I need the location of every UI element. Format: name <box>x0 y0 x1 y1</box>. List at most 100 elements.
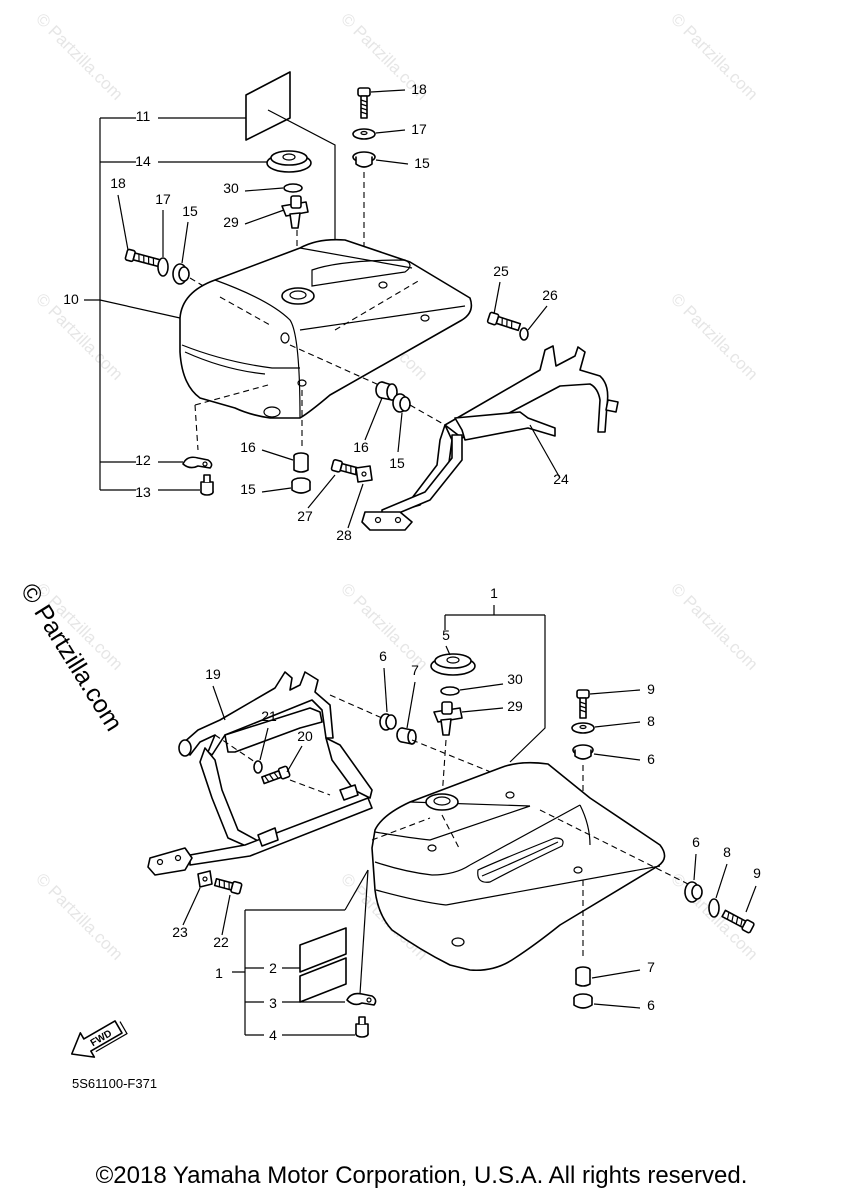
screw-4 <box>355 1016 369 1038</box>
bolt-9 <box>576 689 590 719</box>
fwd-arrow-icon: FWD <box>70 1020 128 1058</box>
callout-c16b: 16 <box>353 439 369 455</box>
callout-c9: 9 <box>647 681 655 697</box>
spacer-16-lower <box>293 452 309 473</box>
bolt-27 <box>330 459 362 477</box>
saddlebag-left <box>179 238 473 419</box>
stay-19 <box>147 671 373 876</box>
callout-c14: 14 <box>135 153 151 169</box>
plate-28 <box>355 465 373 483</box>
saddlebag-right <box>371 761 666 972</box>
decal-part-11 <box>245 71 291 141</box>
callout-c6: 6 <box>379 648 387 664</box>
grommet-6-side <box>684 881 703 903</box>
callout-c17: 17 <box>411 121 427 137</box>
o-ring-30-bottom <box>440 686 460 696</box>
screw-13 <box>200 474 214 496</box>
top-assembly <box>84 71 619 531</box>
watermark-text: © Partzilla.com <box>32 9 126 103</box>
callout-c19: 19 <box>205 666 221 682</box>
callout-c4: 4 <box>269 1027 277 1043</box>
bolt-9-side <box>721 909 755 934</box>
callout-c28: 28 <box>336 527 352 543</box>
callout-c6c: 6 <box>692 834 700 850</box>
callout-c30b: 30 <box>507 671 523 687</box>
grommet-6-lower <box>573 993 593 1009</box>
bracket-1-top <box>444 605 546 763</box>
callout-c7b: 7 <box>647 959 655 975</box>
callout-c1: 1 <box>490 585 498 601</box>
callout-c30: 30 <box>223 180 239 196</box>
drawing-code: 5S61100-F371 <box>72 1076 157 1091</box>
callout-c15c: 15 <box>389 455 405 471</box>
spacer-16 <box>375 381 398 401</box>
callout-c13: 13 <box>135 484 151 500</box>
callout-c15b: 15 <box>182 203 198 219</box>
washer-8-side <box>708 898 720 918</box>
stay-24 <box>361 345 619 531</box>
callout-c10: 10 <box>63 291 79 307</box>
bolt-22 <box>213 877 243 895</box>
callout-c22: 22 <box>213 934 229 950</box>
bolt-25 <box>486 311 522 332</box>
callout-c17b: 17 <box>155 191 171 207</box>
callout-c20: 20 <box>297 728 313 744</box>
watermark-text: © Partzilla.com <box>32 289 126 383</box>
callout-c25: 25 <box>493 263 509 279</box>
grommet-15-lower <box>291 477 311 494</box>
fwd-label: FWD <box>89 1028 114 1049</box>
copyright-notice: ©2018 Yamaha Motor Corporation, U.S.A. A… <box>95 1162 748 1189</box>
clamp-12 <box>182 456 213 469</box>
bracket-1-bottom <box>232 909 345 1036</box>
callout-c9b: 9 <box>753 865 761 881</box>
bolt-20 <box>261 765 291 785</box>
callout-c11: 11 <box>136 108 151 124</box>
spacer-7 <box>396 727 417 745</box>
o-ring-30 <box>283 183 303 193</box>
bottom-assembly: FWD 5S61100-F371 <box>70 605 757 1091</box>
callout-c21: 21 <box>261 708 277 724</box>
callout-c6d: 6 <box>647 997 655 1013</box>
clamp-3 <box>346 992 377 1006</box>
grommet-15-mid <box>392 393 411 413</box>
bolt-18 <box>357 87 371 119</box>
callout-c1b: 1 <box>215 965 223 981</box>
watermark-text: © Partzilla.com <box>667 289 761 383</box>
callout-c24: 24 <box>553 471 569 487</box>
callout-c8b: 8 <box>723 844 731 860</box>
callout-c18b: 18 <box>110 175 126 191</box>
callout-c15: 15 <box>414 155 430 171</box>
callout-c7: 7 <box>411 662 419 678</box>
callout-c2: 2 <box>269 960 277 976</box>
callout-c29: 29 <box>223 214 239 230</box>
callout-c5: 5 <box>442 627 450 643</box>
callout-c18: 18 <box>411 81 427 97</box>
watermark-text: © Partzilla.com <box>667 579 761 673</box>
lock-assembly-29 <box>281 195 309 229</box>
grommet-15-side <box>172 263 190 285</box>
fuel-cap-14 <box>266 150 312 173</box>
washer-21 <box>253 760 263 774</box>
grommet-6-top <box>572 744 594 760</box>
callout-c29b: 29 <box>507 698 523 714</box>
callout-c26: 26 <box>542 287 558 303</box>
callout-c23: 23 <box>172 924 188 940</box>
callout-c8: 8 <box>647 713 655 729</box>
watermark-text: © Partzilla.com <box>32 869 126 963</box>
bracket-10 <box>84 117 181 491</box>
callout-c6b: 6 <box>647 751 655 767</box>
washer-17-side <box>157 257 169 277</box>
watermark-text: © Partzilla.com <box>667 9 761 103</box>
spacer-7-lower <box>575 966 591 987</box>
grommet-15 <box>352 151 376 168</box>
callout-c27: 27 <box>297 508 313 524</box>
plate-23 <box>197 870 213 888</box>
fuel-cap-5 <box>430 653 476 676</box>
bolt-18-side <box>124 248 161 268</box>
callout-c3: 3 <box>269 995 277 1011</box>
callout-c16: 16 <box>240 439 256 455</box>
decal-part-2 <box>299 927 347 1003</box>
callout-c12: 12 <box>135 452 151 468</box>
